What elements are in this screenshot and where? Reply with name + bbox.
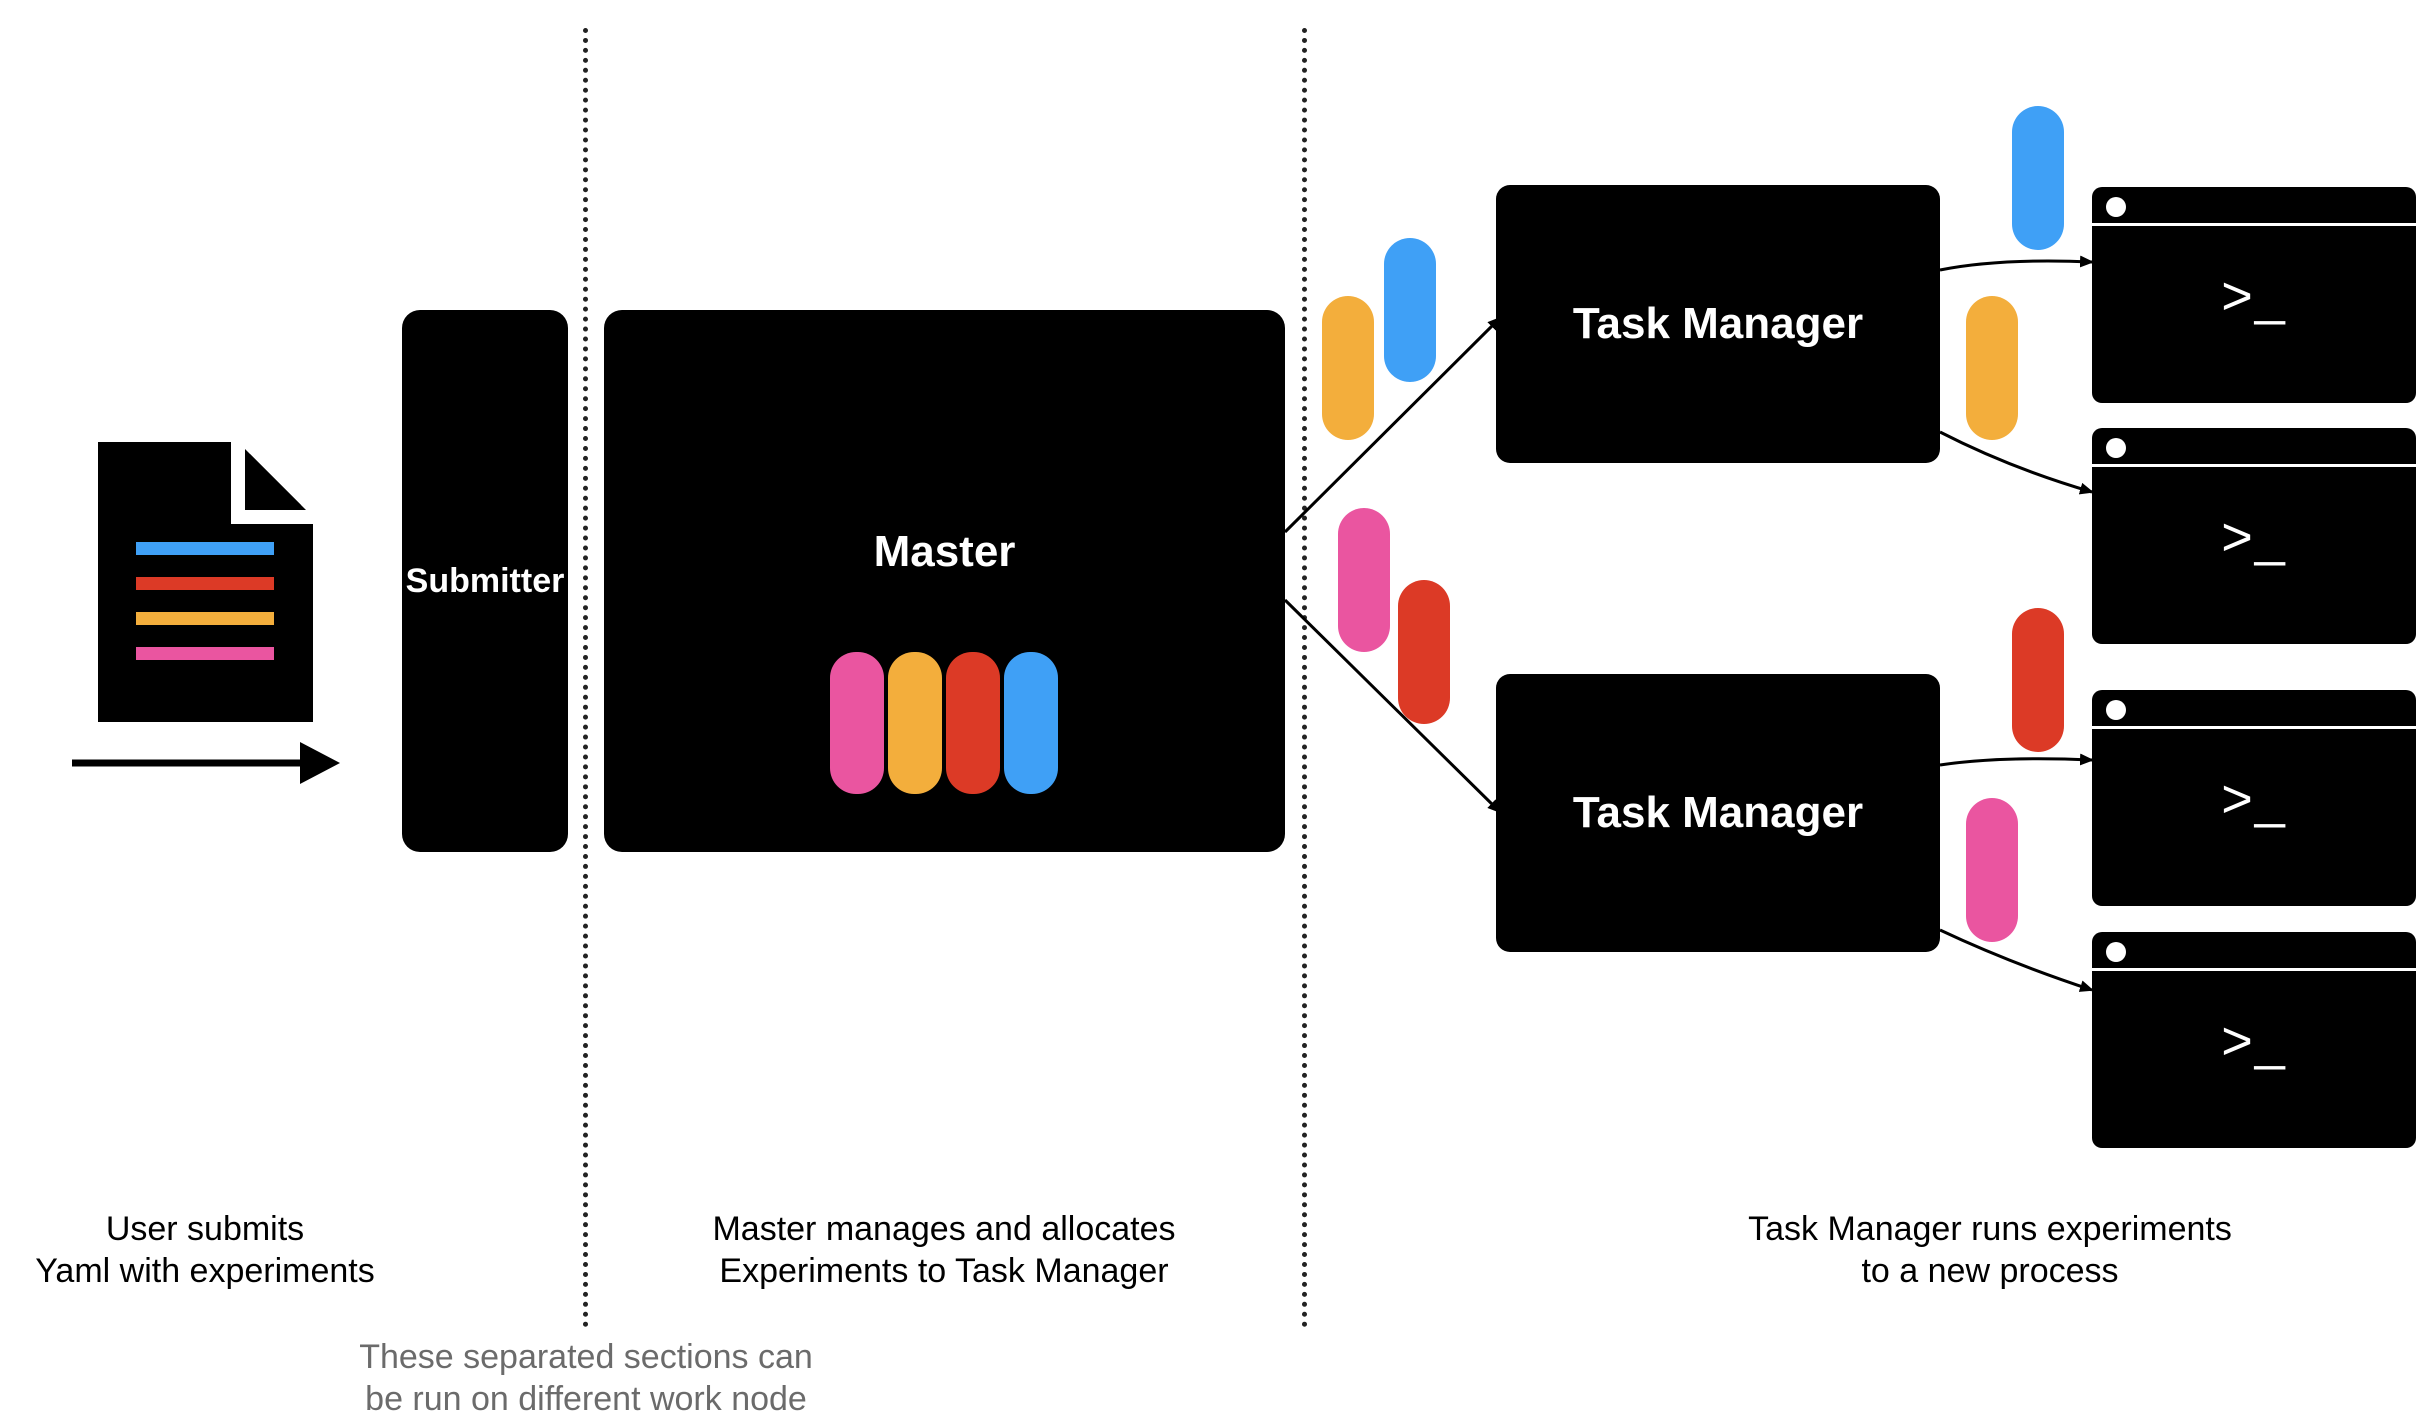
submit-arrow — [72, 742, 340, 784]
window-titlebar-divider — [2092, 223, 2416, 226]
task-manager-label-2: Task Manager — [1572, 788, 1864, 837]
terminal-prompt-icon: >_ — [2221, 266, 2287, 326]
terminal-prompt-icon: >_ — [2221, 1011, 2287, 1071]
caption-user-submits: User submits Yaml with experiments — [35, 1210, 375, 1290]
experiment-pill-red — [946, 652, 1000, 794]
window-dot-icon — [2106, 197, 2126, 217]
process-pill-pink — [1966, 798, 2018, 942]
window-dot-icon — [2106, 942, 2126, 962]
task-manager-box-2: Task Manager — [1496, 674, 1940, 952]
window-dot-icon — [2106, 438, 2126, 458]
window-titlebar-divider — [2092, 464, 2416, 467]
terminal-prompt-icon: >_ — [2221, 769, 2287, 829]
caption-separated-note: These separated sections can be run on d… — [359, 1338, 813, 1418]
section-separator-right — [1302, 28, 1307, 1328]
doc-line-red — [136, 577, 274, 590]
submitter-box: Submitter — [402, 310, 568, 852]
caption-master-manages: Master manages and allocates Experiments… — [712, 1210, 1176, 1290]
terminal-window-1: >_ — [2092, 187, 2416, 403]
caption-task-manager-runs: Task Manager runs experiments to a new p… — [1748, 1210, 2232, 1290]
window-titlebar-divider — [2092, 968, 2416, 971]
dispatch-pill-pink — [1338, 508, 1390, 652]
document-shape — [98, 442, 313, 722]
dispatch-pill-blue — [1384, 238, 1436, 382]
window-dot-icon — [2106, 700, 2126, 720]
terminal-prompt-icon: >_ — [2221, 507, 2287, 567]
experiment-pill-pink — [830, 652, 884, 794]
dispatch-pill-red — [1398, 580, 1450, 724]
experiment-pill-blue — [1004, 652, 1058, 794]
process-pill-blue — [2012, 106, 2064, 250]
task-manager-label-1: Task Manager — [1572, 299, 1864, 348]
terminal-window-4: >_ — [2092, 932, 2416, 1148]
doc-line-blue — [136, 542, 274, 555]
terminal-window-2: >_ — [2092, 428, 2416, 644]
section-separator-left — [583, 28, 588, 1328]
task-manager-box-1: Task Manager — [1496, 185, 1940, 463]
process-pill-red — [2012, 608, 2064, 752]
master-box: Master — [604, 310, 1285, 852]
process-pill-orange — [1966, 296, 2018, 440]
terminal-window-3: >_ — [2092, 690, 2416, 906]
submitter-label: Submitter — [405, 561, 565, 600]
doc-line-pink — [136, 647, 274, 660]
dispatch-pill-orange — [1322, 296, 1374, 440]
yaml-document-icon — [98, 442, 313, 722]
window-titlebar-divider — [2092, 726, 2416, 729]
doc-line-orange — [136, 612, 274, 625]
master-label: Master — [873, 527, 1016, 576]
experiment-pill-orange — [888, 652, 942, 794]
